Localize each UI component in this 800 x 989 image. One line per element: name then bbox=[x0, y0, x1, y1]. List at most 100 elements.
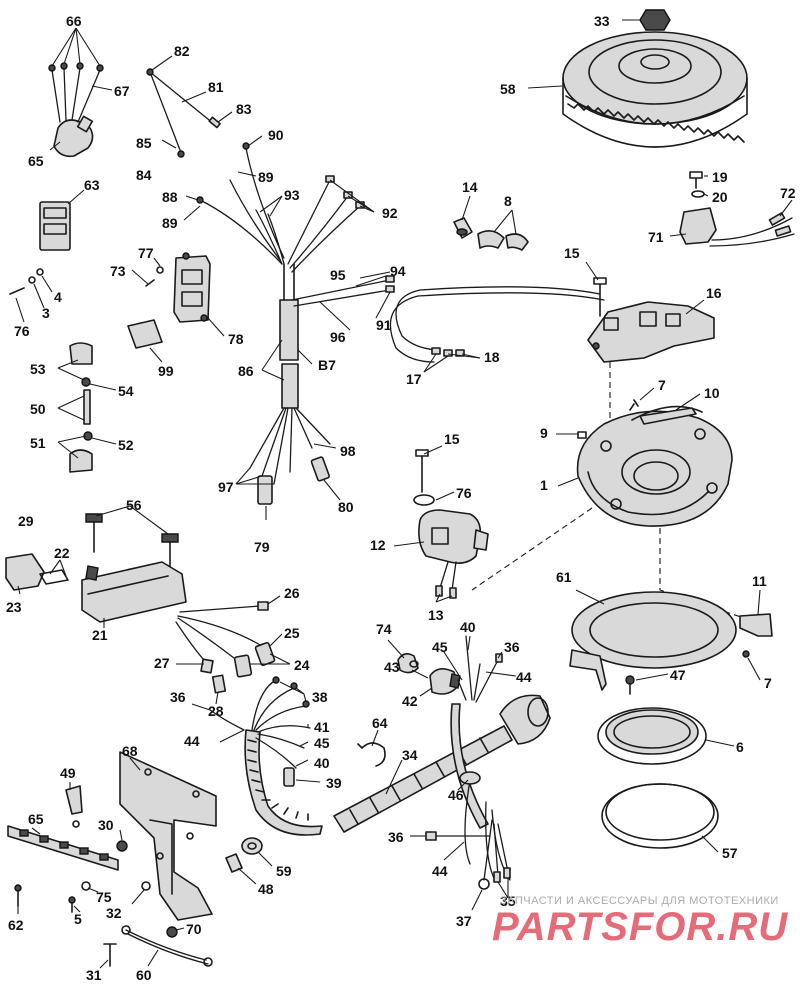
dash-line-2 bbox=[471, 507, 593, 591]
part-terminal-strip bbox=[7, 825, 213, 969]
callout-40-right: 40 bbox=[460, 619, 476, 635]
callout-3: 3 bbox=[42, 305, 50, 321]
callout-10: 10 bbox=[704, 385, 720, 401]
part-lower-leads bbox=[410, 819, 511, 911]
callout-72: 72 bbox=[780, 185, 796, 201]
callout-78: 78 bbox=[228, 331, 244, 347]
callout-89-lower: 89 bbox=[162, 215, 178, 231]
callout-8: 8 bbox=[504, 193, 512, 209]
callout-90: 90 bbox=[268, 127, 284, 143]
callout-31: 31 bbox=[86, 967, 102, 983]
callout-81: 81 bbox=[208, 79, 224, 95]
callout-49: 49 bbox=[60, 765, 76, 781]
callout-95: 95 bbox=[330, 267, 346, 283]
callout-9: 9 bbox=[540, 425, 548, 441]
callout-38: 38 bbox=[312, 689, 328, 705]
callout-34: 34 bbox=[402, 747, 418, 763]
callout-64: 64 bbox=[372, 715, 388, 731]
callout-98: 98 bbox=[340, 443, 356, 459]
callout-43: 43 bbox=[384, 659, 400, 675]
callout-20: 20 bbox=[712, 189, 728, 205]
part-bracket-68 bbox=[65, 751, 273, 921]
callout-16: 16 bbox=[706, 285, 722, 301]
callout-40-left: 40 bbox=[314, 755, 330, 771]
callout-15-upper: 15 bbox=[564, 245, 580, 261]
part-spiral-harness bbox=[191, 676, 323, 836]
callout-87: B7 bbox=[318, 357, 336, 373]
callout-36-right: 36 bbox=[504, 639, 520, 655]
part-armature-plate-61 bbox=[569, 589, 773, 853]
callout-54: 54 bbox=[118, 383, 134, 399]
callout-7-lower: 7 bbox=[764, 675, 772, 691]
callout-53: 53 bbox=[30, 361, 46, 377]
callout-68: 68 bbox=[122, 743, 138, 759]
callout-4: 4 bbox=[54, 289, 62, 305]
part-power-pack-21 bbox=[5, 505, 291, 705]
callout-97: 97 bbox=[218, 479, 234, 495]
part-plug-cap-assembly bbox=[57, 342, 117, 473]
callout-70: 70 bbox=[186, 921, 202, 937]
callout-12: 12 bbox=[370, 537, 386, 553]
callout-45-right: 45 bbox=[432, 639, 448, 655]
callout-29: 29 bbox=[18, 513, 34, 529]
callout-75: 75 bbox=[96, 889, 112, 905]
callout-39: 39 bbox=[326, 775, 342, 791]
part-connector-42 bbox=[387, 635, 517, 703]
callout-44-right: 44 bbox=[516, 669, 532, 685]
callout-13: 13 bbox=[428, 607, 444, 623]
callout-99: 99 bbox=[158, 363, 174, 379]
callout-24: 24 bbox=[294, 657, 310, 673]
callout-50: 50 bbox=[30, 401, 46, 417]
callout-62: 62 bbox=[8, 917, 24, 933]
part-timer-base-16 bbox=[585, 261, 715, 363]
part-terminal-block-65 bbox=[48, 27, 113, 158]
callout-96: 96 bbox=[330, 329, 346, 345]
callout-57: 57 bbox=[722, 845, 738, 861]
callout-80: 80 bbox=[338, 499, 354, 515]
callout-19: 19 bbox=[712, 169, 728, 185]
callout-63: 63 bbox=[84, 177, 100, 193]
callout-52: 52 bbox=[118, 437, 134, 453]
callout-44-lower: 44 bbox=[432, 863, 448, 879]
callout-15-lower: 15 bbox=[444, 431, 460, 447]
callout-58: 58 bbox=[500, 81, 516, 97]
part-main-harness-86 bbox=[183, 135, 395, 520]
callout-66: 66 bbox=[66, 13, 82, 29]
callout-21: 21 bbox=[92, 627, 108, 643]
callout-27: 27 bbox=[154, 655, 170, 671]
callout-47: 47 bbox=[670, 667, 686, 683]
callout-74: 74 bbox=[376, 621, 392, 637]
callout-59: 59 bbox=[276, 863, 292, 879]
callout-91: 91 bbox=[376, 317, 392, 333]
callout-28: 28 bbox=[208, 703, 224, 719]
callout-37: 37 bbox=[456, 913, 472, 929]
callout-36-left: 36 bbox=[170, 689, 186, 705]
callout-33: 33 bbox=[594, 13, 610, 29]
callout-11: 11 bbox=[752, 573, 767, 589]
callout-23: 23 bbox=[6, 599, 22, 615]
part-long-harness-46 bbox=[333, 694, 551, 883]
callout-6: 6 bbox=[736, 739, 744, 755]
callout-labels: 66 67 65 82 81 83 85 84 90 89 88 93 89 9… bbox=[6, 13, 796, 983]
callout-67: 67 bbox=[114, 83, 130, 99]
part-rectifier-78 bbox=[127, 252, 225, 363]
callout-26: 26 bbox=[284, 585, 300, 601]
callout-41: 41 bbox=[314, 719, 330, 735]
part-flywheel-58 bbox=[527, 9, 748, 148]
callout-44-left: 44 bbox=[184, 733, 200, 749]
callout-84: 84 bbox=[136, 167, 152, 183]
part-sensor-71 bbox=[669, 171, 795, 247]
part-caps-14-8 bbox=[453, 195, 529, 251]
callout-1: 1 bbox=[540, 477, 548, 493]
part-stator-plate-1 bbox=[556, 387, 733, 527]
callout-25: 25 bbox=[284, 625, 300, 641]
callout-83: 83 bbox=[236, 101, 252, 117]
callout-76-right: 76 bbox=[456, 485, 472, 501]
watermark-tagline: ЗАПЧАСТИ И АКСЕССУАРЫ ДЛЯ МОТОТЕХНИКИ bbox=[500, 895, 779, 907]
part-trigger-harness bbox=[389, 286, 605, 373]
callout-14: 14 bbox=[462, 179, 478, 195]
callout-76-left: 76 bbox=[14, 323, 30, 339]
callout-30: 30 bbox=[98, 817, 114, 833]
callout-86: 86 bbox=[238, 363, 254, 379]
